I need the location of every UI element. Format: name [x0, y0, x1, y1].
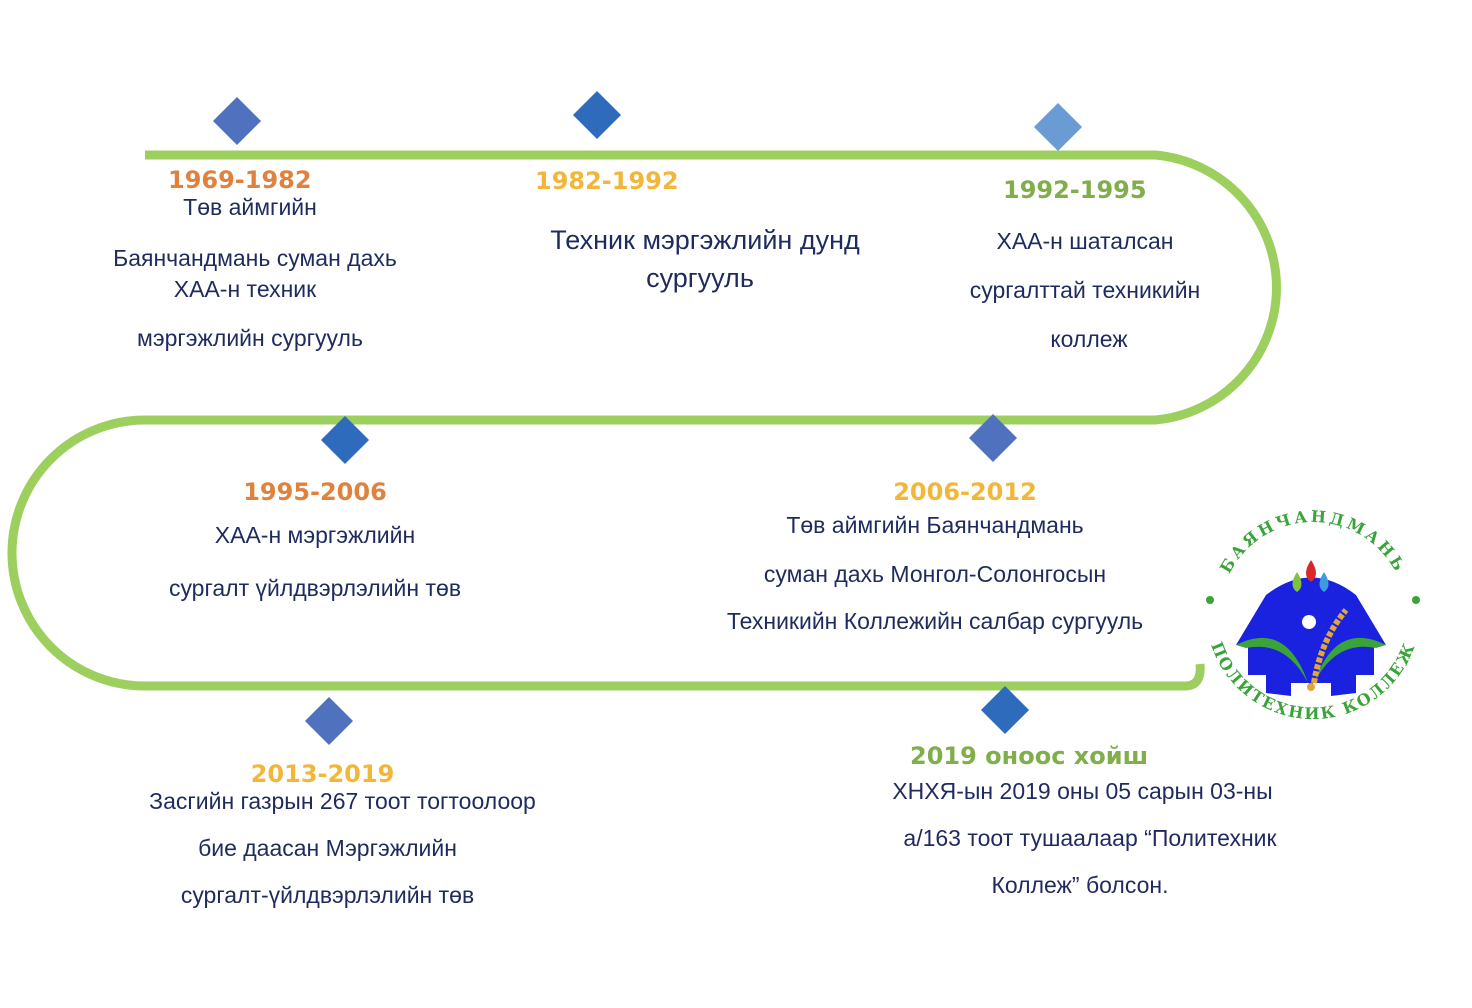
event-year: 2019 оноос хойш [910, 742, 1149, 770]
event-text: сургалт үйлдвэрлэлийн төв [168, 575, 462, 601]
logo-emblem [1206, 560, 1420, 696]
event-text: Төв аймгийн Баянчандмань [786, 512, 1084, 538]
event-1982: 1982-1992 Техник мэргэжлийн дунд сургуул… [520, 167, 890, 297]
event-2013: 2013-2019 Засгийн газрын 267 тоот тогтоо… [80, 760, 605, 909]
event-year: 1995-2006 [243, 478, 387, 506]
event-text: ХАА-н техник [173, 276, 317, 302]
event-text: Техникийн Коллежийн салбар сургууль [726, 608, 1144, 634]
event-2006: 2006-2012 Төв аймгийн Баянчандмань суман… [660, 478, 1210, 635]
event-1969: 1969-1982 Төв аймгийн Баянчандмань суман… [60, 166, 450, 352]
event-year: 1992-1995 [1003, 176, 1147, 204]
event-text: а/163 тоот тушаалаар “Политехник [903, 825, 1277, 851]
event-year: 2006-2012 [893, 478, 1037, 506]
event-text: бие даасан Мэргэжлийн [198, 835, 457, 861]
event-year: 2013-2019 [250, 760, 395, 788]
event-year: 1982-1992 [535, 167, 679, 195]
event-text: сургууль [646, 263, 754, 293]
event-1995: 1995-2006 ХАА-н мэргэжлийн сургалт үйлдв… [110, 478, 520, 602]
event-text: суман дахь Монгол-Солонгосын [763, 561, 1107, 587]
event-text: Баянчандмань суман дахь [113, 245, 397, 271]
event-year: 1969-1982 [168, 166, 312, 194]
event-text: Техник мэргэжлийн дунд [550, 225, 860, 255]
event-text: Коллеж” болсон. [991, 872, 1169, 898]
event-text: коллеж [1050, 326, 1128, 352]
event-1992: 1992-1995 ХАА-н шаталсан сургалттай техн… [920, 176, 1250, 353]
event-2019: 2019 оноос хойш ХНХЯ-ын 2019 оны 05 сары… [830, 742, 1350, 899]
event-text: мэргэжлийн сургууль [137, 325, 363, 351]
event-text: ХНХЯ-ын 2019 оны 05 сарын 03-ны [892, 778, 1273, 804]
event-text: Төв аймгийн [183, 194, 317, 220]
event-text: сургалттай техникийн [969, 277, 1201, 303]
event-text: Засгийн газрын 267 тоот тогтоолоор [149, 788, 536, 814]
event-text: сургалт-үйлдвэрлэлийн төв [180, 882, 475, 908]
event-text: ХАА-н шаталсан [996, 228, 1174, 254]
college-logo: БАЯНЧАНДМАНЬ ПОЛИТЕХНИК КОЛЛЕЖ [1206, 507, 1420, 723]
event-text: ХАА-н мэргэжлийн [214, 522, 416, 548]
